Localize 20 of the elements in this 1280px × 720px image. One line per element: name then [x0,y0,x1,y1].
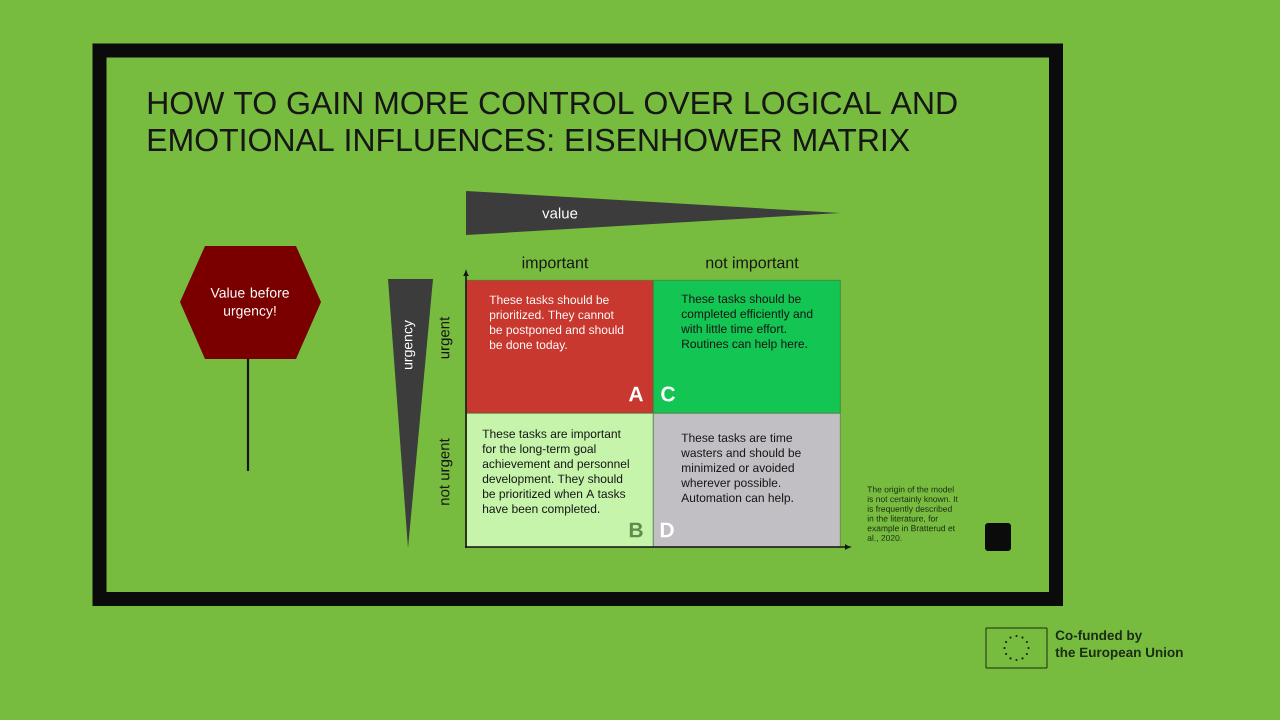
row-heading: urgent [439,316,453,359]
cell-text: These tasks are time wasters and should be minimized or avoided wherever possible. Automation can help. [681,433,801,505]
hexagon-sign: Value before urgency! [180,246,321,359]
quadrant-cell [653,413,841,548]
footnote-text: The origin of the model is not certainly known. It is frequently described in the literature, for example in Bratterud et al., 2020. [867,486,958,542]
quadrant-letter: B [629,522,643,538]
slide-title: HOW TO GAIN MORE CONTROL OVER LOGICAL AND EMOTIONAL INFLUENCES: EISENHOWER MATRIX [148,91,957,152]
column-heading: important [522,256,589,272]
row-heading: not urgent [439,438,453,505]
quadrant-letter: A [628,386,644,402]
quadrant-letter: D [660,522,674,538]
quadrant-cell [466,413,654,548]
quadrant-cell [653,280,841,414]
cell-text: These tasks should be prioritized. They cannot be postponed and should be done today. [489,295,624,352]
cell-text: These tasks should be completed efficiently and with little time effort. Routines can help here. [681,294,813,351]
quadrant-cell [466,280,654,414]
quadrant-letter: C [661,386,675,402]
column-heading: not important [706,256,799,272]
cell-text: These tasks are important for the long-term goal achievement and personnel development. They should be prioritized when A tasks have been completed. [482,429,629,516]
funding-text: Co-funded by the European Union [1055,630,1183,660]
